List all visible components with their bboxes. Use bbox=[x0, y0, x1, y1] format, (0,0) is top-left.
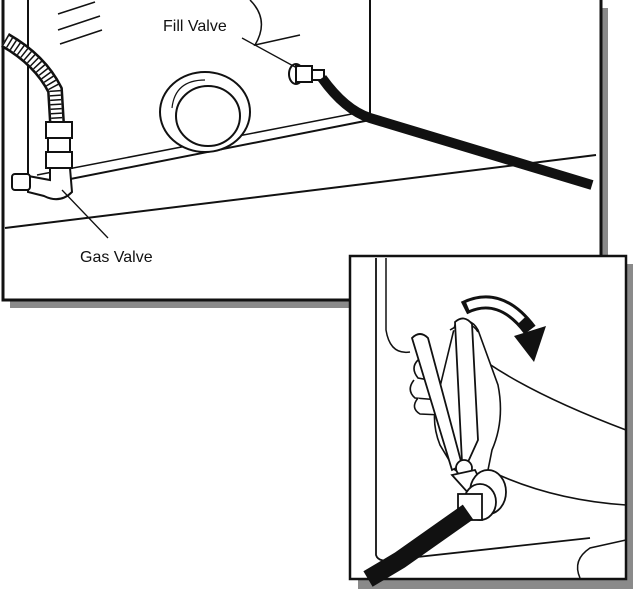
vent-slots bbox=[57, 1, 103, 45]
hose-fitting bbox=[457, 469, 507, 521]
gas-flex-line bbox=[0, 33, 66, 141]
gas-valve-label: Gas Valve bbox=[80, 249, 153, 266]
round-cap bbox=[159, 71, 251, 153]
gas-valve-leader bbox=[61, 189, 109, 239]
main-panel: Fill Valve Gas Valve bbox=[0, 0, 603, 302]
inset-hose bbox=[363, 504, 474, 587]
inset-panel bbox=[348, 254, 628, 587]
fill-valve bbox=[288, 63, 325, 85]
water-hose bbox=[317, 75, 594, 190]
curved-arrow-clockwise-icon bbox=[460, 295, 546, 362]
fill-valve-leader bbox=[241, 37, 298, 69]
gas-valve bbox=[11, 121, 74, 201]
fill-valve-label: Fill Valve bbox=[163, 18, 227, 35]
